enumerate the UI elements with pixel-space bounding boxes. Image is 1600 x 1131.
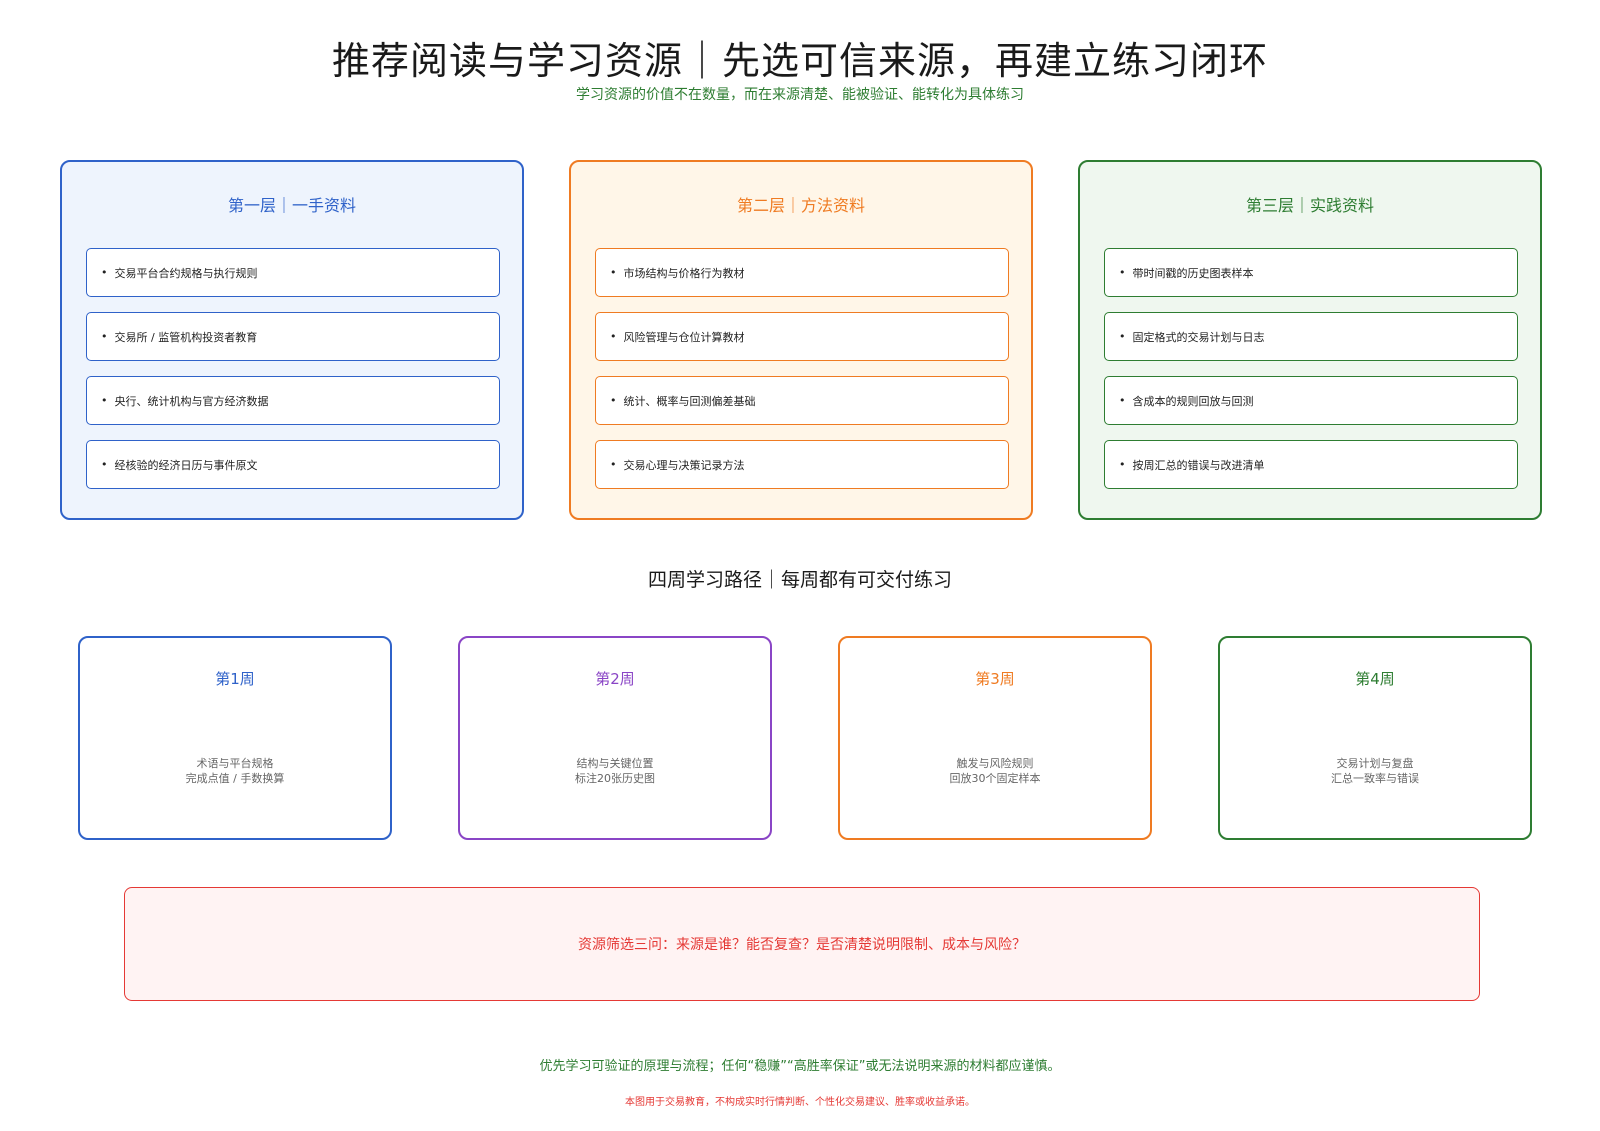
week-card-1: 第1周 术语与平台规格 完成点值 / 手数换算 (78, 636, 392, 840)
resource-item-label: 含成本的规则回放与回测 (1132, 394, 1254, 408)
screening-questions-box: 资源筛选三问：来源是谁？能否复查？是否清楚说明限制、成本与风险？ (124, 887, 1480, 1001)
week-description: 结构与关键位置 标注20张历史图 (460, 756, 770, 786)
week-deliverable-line: 回放30个固定样本 (949, 772, 1041, 785)
layer-title: 第一层｜一手资料 (227, 196, 356, 215)
learning-path-title: 四周学习路径｜每周都有可交付练习 (647, 569, 952, 591)
week-card-2: 第2周 结构与关键位置 标注20张历史图 (458, 636, 772, 840)
resource-item-label: 交易心理与决策记录方法 (623, 458, 745, 472)
week-title: 第3周 (975, 670, 1015, 688)
week-description: 触发与风险规则 回放30个固定样本 (840, 756, 1150, 786)
resource-item-label: 央行、统计机构与官方经济数据 (114, 394, 269, 408)
caution-note: 优先学习可验证的原理与流程；任何“稳赚”“高胜率保证”或无法说明来源的材料都应谨… (539, 1059, 1061, 1074)
resource-item-label: 统计、概率与回测偏差基础 (623, 394, 756, 408)
week-task-line: 术语与平台规格 (196, 757, 274, 770)
week-task-line: 交易计划与复盘 (1336, 757, 1414, 770)
resource-item-label: 经核验的经济日历与事件原文 (114, 458, 258, 472)
resource-item: • 按周汇总的错误与改进清单 (1104, 440, 1518, 489)
week-card-3: 第3周 触发与风险规则 回放30个固定样本 (838, 636, 1152, 840)
resource-item-label: 交易平台合约规格与执行规则 (114, 266, 258, 280)
resource-item: • 风险管理与仓位计算教材 (595, 312, 1009, 361)
week-deliverable-line: 汇总一致率与错误 (1331, 772, 1419, 785)
week-description: 交易计划与复盘 汇总一致率与错误 (1220, 756, 1530, 786)
page-subtitle: 学习资源的价值不在数量，而在来源清楚、能被验证、能转化为具体练习 (576, 87, 1024, 103)
week-task-line: 结构与关键位置 (576, 757, 654, 770)
resource-item: • 经核验的经济日历与事件原文 (86, 440, 500, 489)
week-title: 第1周 (215, 670, 255, 688)
resource-item-label: 按周汇总的错误与改进清单 (1132, 458, 1265, 472)
resource-item: • 交易平台合约规格与执行规则 (86, 248, 500, 297)
resource-item: • 带时间戳的历史图表样本 (1104, 248, 1518, 297)
layer-title: 第三层｜实践资料 (1245, 196, 1374, 215)
bullet-icon: • (1119, 330, 1126, 343)
bullet-icon: • (610, 458, 617, 471)
resource-item-label: 风险管理与仓位计算教材 (623, 330, 745, 344)
resource-item-label: 市场结构与价格行为教材 (623, 266, 745, 280)
resource-item: • 统计、概率与回测偏差基础 (595, 376, 1009, 425)
bullet-icon: • (1119, 394, 1126, 407)
screening-questions-text: 资源筛选三问：来源是谁？能否复查？是否清楚说明限制、成本与风险？ (578, 937, 1026, 953)
week-description: 术语与平台规格 完成点值 / 手数换算 (80, 756, 390, 786)
bullet-icon: • (610, 394, 617, 407)
resource-item: • 交易心理与决策记录方法 (595, 440, 1009, 489)
bullet-icon: • (1119, 458, 1126, 471)
resource-item-label: 固定格式的交易计划与日志 (1132, 330, 1265, 344)
resource-item-label: 带时间戳的历史图表样本 (1132, 266, 1254, 280)
resource-item: • 央行、统计机构与官方经济数据 (86, 376, 500, 425)
week-title: 第2周 (595, 670, 635, 688)
layer-card-practice-sources: 第三层｜实践资料 • 带时间戳的历史图表样本 • 固定格式的交易计划与日志 • 含成本… (1078, 160, 1542, 520)
layer-card-method-sources: 第二层｜方法资料 • 市场结构与价格行为教材 • 风险管理与仓位计算教材 • 统计、概… (569, 160, 1033, 520)
resource-item: • 市场结构与价格行为教材 (595, 248, 1009, 297)
resource-item: • 含成本的规则回放与回测 (1104, 376, 1518, 425)
week-card-4: 第4周 交易计划与复盘 汇总一致率与错误 (1218, 636, 1532, 840)
layer-card-primary-sources: 第一层｜一手资料 • 交易平台合约规格与执行规则 • 交易所 / 监管机构投资者教育… (60, 160, 524, 520)
resource-item: • 交易所 / 监管机构投资者教育 (86, 312, 500, 361)
bullet-icon: • (101, 330, 108, 343)
disclaimer: 本图用于交易教育，不构成实时行情判断、个性化交易建议、胜率或收益承诺。 (625, 1097, 975, 1108)
week-deliverable-line: 完成点值 / 手数换算 (185, 772, 285, 785)
resource-item-label: 交易所 / 监管机构投资者教育 (114, 330, 258, 344)
bullet-icon: • (610, 330, 617, 343)
page-title: 推荐阅读与学习资源｜先选可信来源，再建立练习闭环 (331, 39, 1268, 83)
bullet-icon: • (1119, 266, 1126, 279)
bullet-icon: • (101, 394, 108, 407)
week-title: 第4周 (1355, 670, 1395, 688)
bullet-icon: • (610, 266, 617, 279)
bullet-icon: • (101, 458, 108, 471)
layer-title: 第二层｜方法资料 (736, 196, 865, 215)
bullet-icon: • (101, 266, 108, 279)
resource-item: • 固定格式的交易计划与日志 (1104, 312, 1518, 361)
week-deliverable-line: 标注20张历史图 (575, 772, 655, 785)
week-task-line: 触发与风险规则 (956, 757, 1034, 770)
